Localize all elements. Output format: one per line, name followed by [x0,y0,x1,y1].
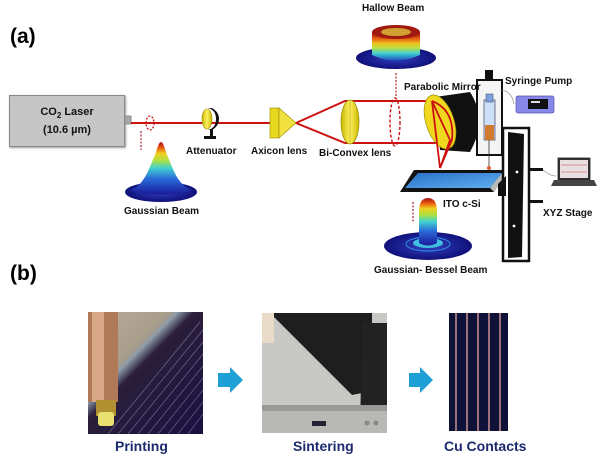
laser-beam-lower [295,122,450,144]
label-xyz-stage: XYZ Stage [543,208,593,219]
ito-csi-substrate-icon [400,170,508,192]
parabolic-mirror-icon [423,92,479,169]
label-attenuator: Attenuator [186,146,237,157]
co2-laser-box: CO2 Laser (10.6 µm) [9,95,125,147]
caption-sintering: Sintering [293,438,354,454]
caption-cu-contacts: Cu Contacts [444,438,527,454]
panel-label-b: (b) [10,262,37,285]
xyz-stage-icon [498,126,543,263]
syringe-pump-icon [501,89,555,114]
laser-wavelength: (10.6 µm) [43,124,91,137]
attenuator-icon [201,108,219,139]
gaussian-beam-profile-icon [125,142,197,202]
syringe-icon [476,70,503,170]
laser-name: CO2 Laser [40,105,94,121]
hollow-beam-profile-icon [356,25,436,69]
label-parabolic-mirror: Parabolic Mirror [404,82,481,93]
beam-profile-marker-gaussian [145,115,155,131]
label-ito-csi: ITO c-Si [443,199,481,210]
label-syringe-pump: Syringe Pump [505,76,573,87]
beam-profile-marker-hollow [389,97,401,147]
cu-contacts-photo [449,313,508,431]
laptop-icon [542,157,597,186]
laser-beam-upper [295,100,405,124]
label-axicon-lens: Axicon lens [251,146,308,157]
label-hollow-beam: Hallow Beam [362,3,425,14]
printing-photo [88,312,203,434]
axicon-lens-icon [269,107,297,139]
label-gaussian-beam: Gaussian Beam [124,206,200,217]
gaussian-bessel-beam-profile-icon [384,198,472,260]
caption-printing: Printing [115,438,168,454]
sintering-photo [262,313,387,433]
arrow-sintering-to-contacts-icon [409,367,433,393]
arrow-printing-to-sintering-icon [218,367,243,393]
panel-label-a: (a) [10,25,36,48]
label-gaussian-bessel-beam: Gaussian- Bessel Beam [374,265,488,276]
label-biconvex-lens: Bi-Convex lens [319,148,392,159]
